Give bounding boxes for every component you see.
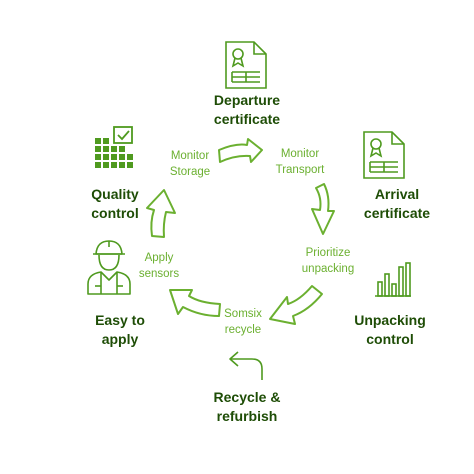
stage-label-easy-to-apply: Easy to apply <box>95 312 145 347</box>
stage-label-unpacking-control: Unpacking control <box>354 312 426 347</box>
step-label-monitor-transport: Monitor Transport <box>275 148 325 176</box>
certificate-icon <box>363 131 405 179</box>
arrow-storage-to-transport <box>218 138 263 163</box>
arrow-prioritize-to-recycle <box>269 285 323 325</box>
arrow-apply-to-storage <box>146 189 176 238</box>
step-label-prioritize-unpacking: Prioritize unpacking <box>301 247 355 275</box>
step-label-monitor-storage: Monitor Storage <box>169 150 211 178</box>
arrow-transport-to-prioritize <box>311 183 335 235</box>
arrow-recycle-to-apply <box>169 289 221 317</box>
certificate-icon <box>225 41 267 89</box>
stage-label-departure-certificate: Departure certificate <box>213 92 281 127</box>
step-label-somsix-recycle: Somsix recycle <box>224 308 262 336</box>
checked-grid-icon <box>95 126 133 168</box>
stage-label-recycle-refurbish: Recycle & refurbish <box>213 389 281 424</box>
bar-chart-icon <box>375 262 411 297</box>
stage-label-arrival-certificate: Arrival certificate <box>363 186 431 221</box>
worker-icon <box>87 240 131 295</box>
return-arrow-icon <box>229 351 263 380</box>
stage-label-quality-control: Quality control <box>91 186 139 221</box>
step-label-apply-sensors: Apply sensors <box>138 252 180 280</box>
